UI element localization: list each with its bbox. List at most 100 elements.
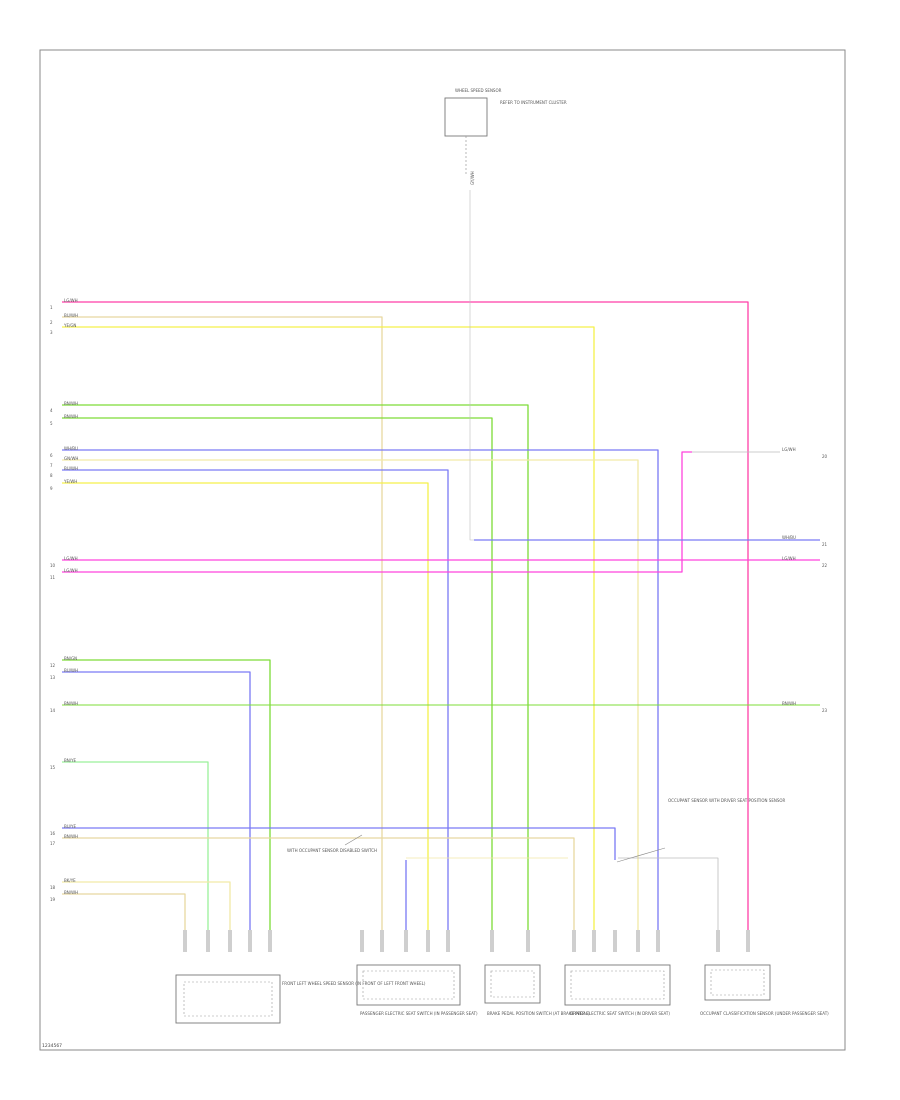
wire-pin-number: 2 (50, 320, 53, 325)
wire-pin-number: 19 (50, 897, 56, 902)
top-sensor-name: WHEEL SPEED SENSOR (455, 88, 502, 93)
connector-pin (248, 930, 252, 952)
component-label: BRAKE PEDAL POSITION SWITCH (AT BRAKE PE… (487, 1011, 590, 1016)
component-driver-electric-seat-switch: DRIVER ELECTRIC SEAT SWITCH (IN DRIVER S… (564, 964, 671, 1016)
component-front-left-wheel-speed-sensor: FRONT LEFT WHEEL SPEED SENSOR (IN FRONT … (175, 974, 426, 1024)
component-label: OCCUPANT CLASSIFICATION SENSOR (UNDER PA… (700, 1011, 829, 1016)
connector-pin (268, 930, 272, 952)
connector-pin (572, 930, 576, 952)
wire-pin-number: 13 (50, 675, 56, 680)
wire-pin-number: 6 (50, 453, 53, 458)
wire-6 (62, 449, 659, 930)
connector-pin (360, 930, 364, 952)
wire-pin-number: 14 (50, 708, 56, 713)
connector-pin (183, 930, 187, 952)
component-label: FRONT LEFT WHEEL SPEED SENSOR (IN FRONT … (282, 981, 426, 986)
wire-19 (62, 893, 186, 930)
wire-label: BN/WH (64, 890, 78, 895)
connector-pin (636, 930, 640, 952)
wire-pin-number: 7 (50, 463, 53, 468)
component-passenger-electric-seat-switch: PASSENGER ELECTRIC SEAT SWITCH (IN PASSE… (356, 964, 478, 1016)
connector-pin (228, 930, 232, 952)
connector-pin (716, 930, 720, 952)
wire-pin-number: 8 (50, 473, 53, 478)
callout-left: WITH OCCUPANT SENSOR DISABLED SWITCH (287, 848, 377, 853)
wire-pin-number: 10 (50, 563, 56, 568)
wire-4 (62, 404, 529, 930)
callout-right-leader (616, 847, 666, 863)
top-sensor-wire: GY/WH (470, 171, 475, 185)
wire-label: BN/WH (64, 701, 78, 706)
wire-22 (469, 190, 474, 541)
wire-label: LG/WH (782, 556, 796, 561)
connector-pin (404, 930, 408, 952)
wire-label: BN/WH (64, 401, 78, 406)
wire-label: LG/WH (64, 568, 78, 573)
connector-pin (206, 930, 210, 952)
left-wire-labels: 1LG/WH2BU/WH3YE/GN4BN/WH5BN/WH6WH/BU7GN/… (50, 298, 78, 902)
wire-7 (62, 459, 639, 930)
wire-label: BN/WH (64, 414, 78, 419)
connector-pin (446, 930, 450, 952)
wire-pin-number: 22 (822, 563, 828, 568)
wire-label: YE/GN (63, 323, 76, 328)
wire-pin-number: 5 (50, 421, 53, 426)
wire-pin-number: 15 (50, 765, 56, 770)
wire-3 (62, 326, 595, 930)
wire-label: YE/WH (63, 479, 77, 484)
wire-label: GN/WH (64, 456, 78, 461)
wire-12 (62, 659, 271, 930)
wire-16 (62, 827, 616, 860)
top-sensor-note: REFER TO INSTRUMENT CLUSTER (500, 100, 567, 105)
diagram-code: 1234567 (42, 1043, 62, 1049)
wire-label: BK/YE (64, 878, 76, 883)
wire-label: BN/WH (782, 701, 796, 706)
wire-label: BU/WH (64, 668, 78, 673)
wire-13 (62, 671, 251, 930)
wire-pin-number: 1 (50, 305, 53, 310)
wire-pin-number: 16 (50, 831, 56, 836)
connector-pin (490, 930, 494, 952)
wire-label: BU/WH (64, 466, 78, 471)
wire-pin-number: 4 (50, 408, 53, 413)
top-sensor: WHEEL SPEED SENSOR REFER TO INSTRUMENT C… (444, 88, 567, 185)
wire-pin-number: 3 (50, 330, 53, 335)
wire-11 (62, 451, 692, 573)
wire-label: BN/GN (64, 656, 77, 661)
wire-pin-number: 18 (50, 885, 56, 890)
wire-label: WH/BU (782, 535, 796, 540)
connector-pin (526, 930, 530, 952)
wire-label: BN/YE (64, 758, 77, 763)
wire-8 (62, 469, 449, 930)
wire-pin-number: 12 (50, 663, 56, 668)
wire-2 (62, 316, 383, 930)
wire-9 (62, 482, 429, 930)
wire-label: WH/BU (64, 446, 78, 451)
wire-18 (62, 881, 231, 930)
wire-label: BU/WH (64, 313, 78, 318)
wire-layer (62, 190, 820, 952)
connector-pin (380, 930, 384, 952)
callout-right: OCCUPANT SENSOR WITH DRIVER SEAT POSITIO… (668, 798, 786, 803)
connector-pin (656, 930, 660, 952)
wire-17 (62, 837, 575, 930)
wire-1 (62, 301, 749, 930)
wire-label: LG/WH (64, 298, 78, 303)
wire-pin-number: 9 (50, 486, 53, 491)
wire-label: BU/YE (64, 824, 76, 829)
wire-pin-number: 23 (822, 708, 828, 713)
wire-pin-number: 21 (822, 542, 828, 547)
connector-pin (592, 930, 596, 952)
connector-pin (746, 930, 750, 952)
component-brake-pedal-position-switch: BRAKE PEDAL POSITION SWITCH (AT BRAKE PE… (484, 964, 590, 1016)
connector-pin (613, 930, 617, 952)
wire-15 (62, 761, 209, 930)
component-occupant-classification-sensor: OCCUPANT CLASSIFICATION SENSOR (UNDER PA… (700, 964, 829, 1016)
callout-left-leader (344, 834, 363, 846)
connector-pin (426, 930, 430, 952)
diagram-frame (39, 49, 846, 1051)
component-label: PASSENGER ELECTRIC SEAT SWITCH (IN PASSE… (360, 1011, 478, 1016)
wire-label: LG/WH (782, 447, 796, 452)
